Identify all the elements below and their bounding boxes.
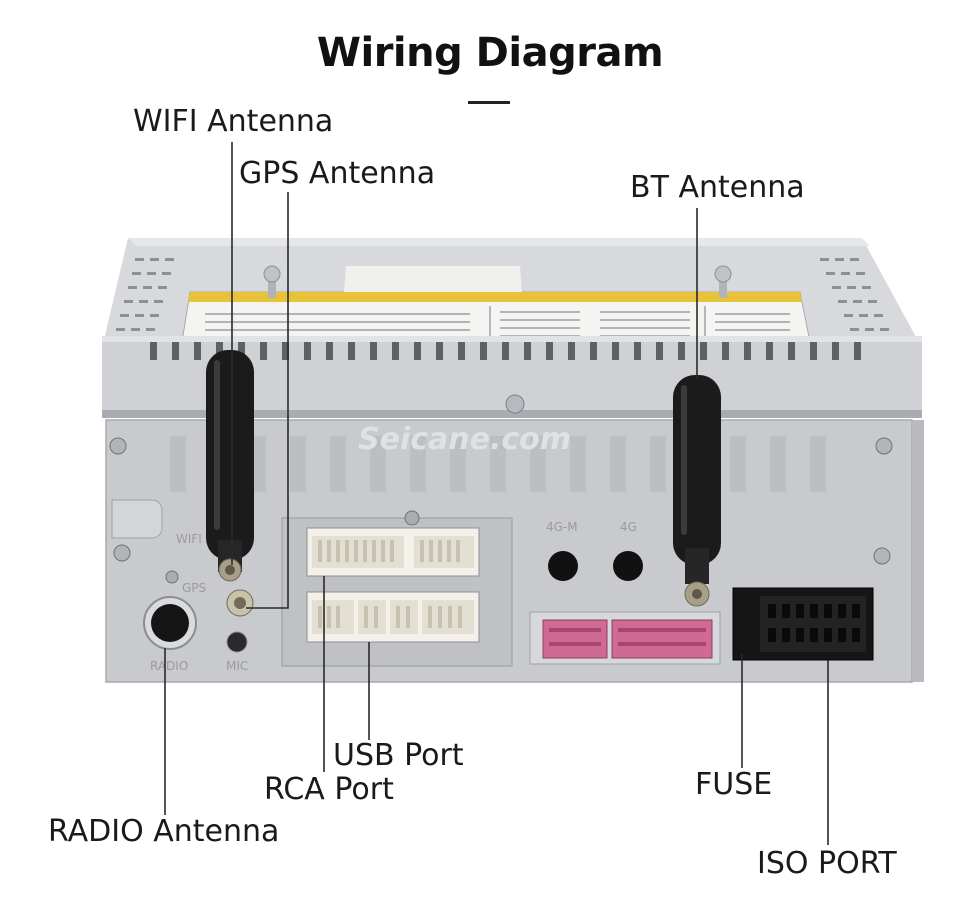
gps-antenna-jack	[226, 589, 254, 617]
lid-screw-left	[263, 265, 281, 298]
lid-screw-right	[714, 265, 732, 298]
top-case	[102, 238, 922, 348]
mic-panel-label: MIC	[226, 659, 248, 673]
leader-lines	[164, 142, 829, 845]
label-fuse: FUSE	[695, 767, 773, 802]
label-iso-port: ISO PORT	[757, 846, 897, 881]
label-gps-antenna: GPS Antenna	[239, 156, 436, 191]
usb-connector	[306, 527, 480, 577]
pink-connector	[529, 611, 721, 665]
iso-connector	[732, 587, 874, 661]
label-radio-antenna: RADIO Antenna	[48, 814, 280, 849]
4g-m-panel-label: 4G-M	[546, 520, 578, 534]
label-wifi-antenna: WIFI Antenna	[133, 104, 334, 139]
radio-panel-label: RADIO	[150, 659, 188, 673]
label-bt-antenna: BT Antenna	[630, 170, 805, 205]
wifi-panel-label: WIFI	[176, 532, 202, 546]
gps-panel-label: GPS	[182, 581, 206, 595]
radio-socket	[143, 596, 197, 650]
4g-panel-label: 4G	[620, 520, 637, 534]
4g-socket	[613, 551, 643, 581]
4g-m-socket	[548, 551, 578, 581]
bt-antenna	[673, 375, 721, 607]
mic-socket	[226, 631, 248, 653]
label-usb-port: USB Port	[333, 738, 464, 773]
title-underline	[468, 101, 510, 104]
label-rca-port: RCA Port	[264, 772, 394, 807]
wifi-antenna	[206, 350, 254, 582]
watermark: Seicane.com	[358, 422, 571, 457]
rca-connector	[306, 591, 480, 643]
page-title: Wiring Diagram	[316, 30, 664, 76]
